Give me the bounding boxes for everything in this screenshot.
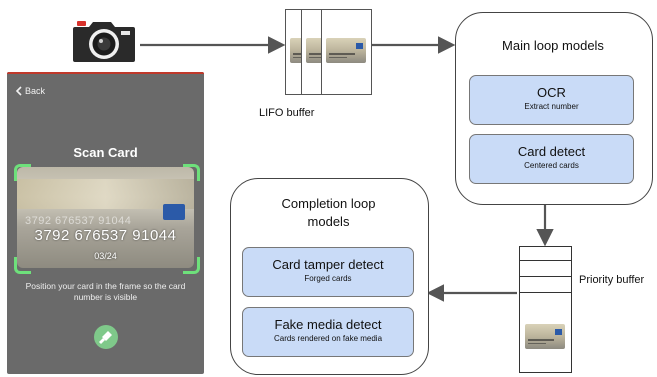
- completion-title-line1: Completion loop: [281, 196, 376, 211]
- back-button[interactable]: Back: [15, 86, 45, 96]
- frame-corner: [183, 164, 200, 181]
- completion-loop-title: Completion loop models: [230, 195, 427, 231]
- model-name: OCR: [537, 85, 566, 100]
- flashlight-icon: [99, 331, 112, 344]
- model-name: Card detect: [517, 144, 586, 159]
- card-embossed-number: 3792 676537 91044: [25, 215, 132, 227]
- model-description: Centered cards: [524, 161, 579, 170]
- card-brand-logo: [163, 204, 185, 220]
- status-line: [7, 72, 204, 74]
- model-name: Card tamper detect: [272, 257, 384, 272]
- frame-corner: [14, 257, 31, 274]
- model-description: Extract number: [524, 102, 579, 111]
- frame-card-thumbnail: [326, 38, 366, 63]
- model-name: Fake media detect: [274, 317, 382, 332]
- frame-corner: [183, 257, 200, 274]
- scan-card-title: Scan Card: [73, 145, 138, 160]
- scan-instruction: Position your card in the frame so the c…: [25, 281, 186, 302]
- lifo-buffer-label: LIFO buffer: [259, 107, 315, 119]
- ocr-model-box: OCR Extract number: [469, 75, 634, 125]
- phone-scan-screen: Back Scan Card 3792 676537 91044 3792 67…: [7, 72, 204, 374]
- camera-icon: [73, 21, 135, 62]
- card-preview: 3792 676537 91044 3792 676537 91044 03/2…: [17, 167, 194, 268]
- buffer-card-thumbnail: [525, 324, 565, 349]
- priority-buffer: [519, 246, 572, 373]
- main-loop-title: Main loop models: [502, 38, 604, 53]
- model-description: Forged cards: [304, 274, 352, 283]
- completion-title-line2: models: [307, 214, 350, 229]
- model-description: Cards rendered on fake media: [273, 334, 383, 343]
- frame-corner: [14, 164, 31, 181]
- lifo-frame: [321, 9, 372, 95]
- card-detect-model-box: Card detect Centered cards: [469, 134, 634, 184]
- back-label: Back: [25, 86, 46, 96]
- buffer-slot-divider: [520, 276, 571, 277]
- buffer-slot-divider: [520, 292, 571, 293]
- priority-buffer-label: Priority buffer: [579, 274, 645, 286]
- chevron-left-icon: [15, 86, 22, 96]
- flashlight-button[interactable]: [94, 325, 118, 349]
- fake-media-model-box: Fake media detect Cards rendered on fake…: [242, 307, 414, 357]
- detected-card-number: 3792 676537 91044: [34, 227, 177, 244]
- card-tamper-model-box: Card tamper detect Forged cards: [242, 247, 414, 297]
- buffer-slot-divider: [520, 260, 571, 261]
- detected-card-expiry: 03/24: [94, 251, 117, 261]
